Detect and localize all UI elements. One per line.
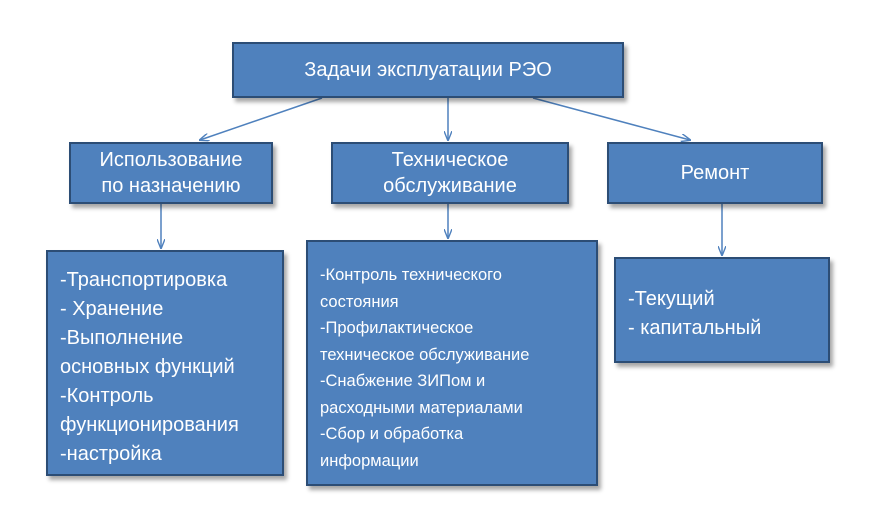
list-item: основных функций bbox=[60, 356, 235, 378]
list-item: функционирования bbox=[60, 414, 239, 436]
list-item: -Контроль технического bbox=[320, 266, 502, 284]
list-item: расходными материалами bbox=[320, 398, 523, 417]
usage-tasks-list: -Транспортировка - Хранение -Выполнение … bbox=[60, 266, 272, 469]
list-item: - капитальный bbox=[628, 317, 762, 339]
service-tasks-list: -Контроль технического состояния -Профил… bbox=[320, 262, 586, 474]
list-item: состояния bbox=[320, 292, 399, 311]
connector-title-to-usage bbox=[200, 97, 323, 140]
list-item: -Снабжение ЗИПом и bbox=[320, 372, 486, 390]
heading-repair-line-1: Ремонт bbox=[680, 162, 750, 184]
list-item: - Хранение bbox=[60, 298, 164, 320]
list-item: -Контроль bbox=[60, 385, 154, 407]
list-item: -Текущий bbox=[628, 288, 715, 310]
list-item: -Профилактическое bbox=[320, 319, 474, 337]
heading-service-line-2: обслуживание bbox=[383, 175, 517, 197]
repair-tasks-list: -Текущий - капитальный bbox=[628, 285, 818, 343]
list-item: информации bbox=[320, 451, 419, 470]
heading-usage-line-2: по назначению bbox=[101, 175, 241, 197]
list-item: -Выполнение bbox=[60, 327, 184, 349]
list-item: -Сбор и обработка bbox=[320, 425, 464, 443]
heading-service-box: Техническое обслуживание bbox=[331, 142, 569, 204]
service-tasks-box: -Контроль технического состояния -Профил… bbox=[306, 240, 598, 486]
diagram-title: Задачи эксплуатации РЭО bbox=[304, 58, 552, 81]
list-item: -Транспортировка bbox=[60, 269, 228, 291]
title-box: Задачи эксплуатации РЭО bbox=[232, 42, 624, 98]
repair-tasks-box: -Текущий - капитальный bbox=[614, 257, 830, 363]
list-item: техническое обслуживание bbox=[320, 345, 530, 364]
heading-service-line-1: Техническое bbox=[391, 149, 509, 171]
list-item: -настройка bbox=[60, 443, 162, 465]
heading-usage-box: Использование по назначению bbox=[69, 142, 273, 204]
connector-title-to-repair bbox=[532, 97, 690, 140]
heading-usage-line-1: Использование bbox=[99, 149, 243, 171]
usage-tasks-box: -Транспортировка - Хранение -Выполнение … bbox=[46, 250, 284, 476]
heading-repair-box: Ремонт bbox=[607, 142, 823, 204]
